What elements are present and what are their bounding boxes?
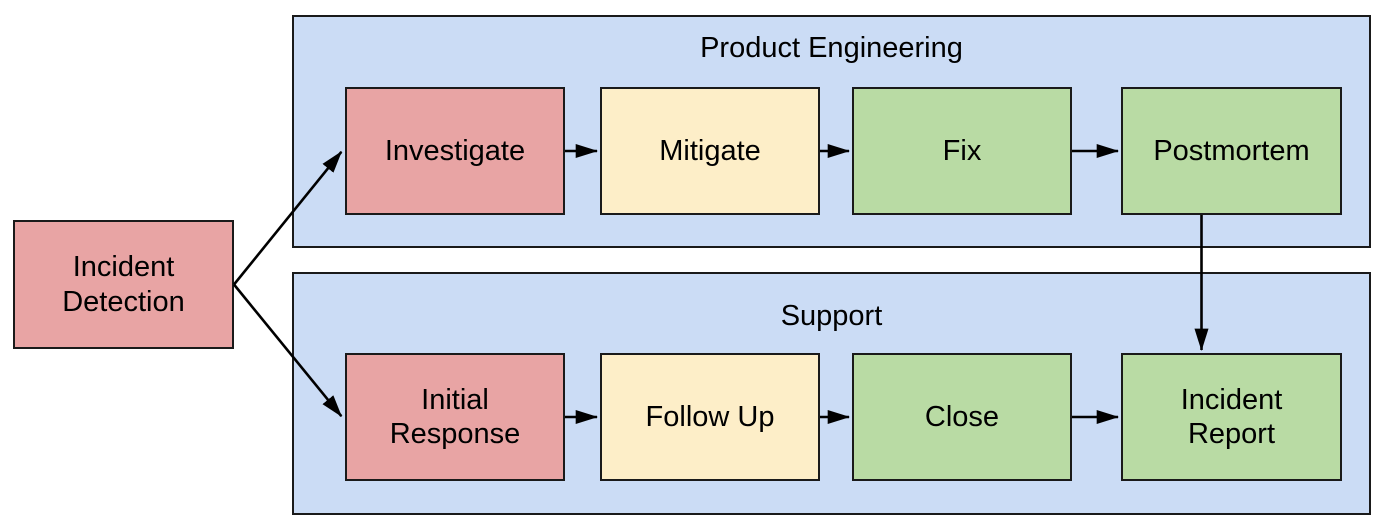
node-close[interactable]: Close [852,353,1072,481]
node-follow-up[interactable]: Follow Up [600,353,820,481]
node-incident-detection[interactable]: Incident Detection [13,220,234,349]
node-postmortem[interactable]: Postmortem [1121,87,1342,215]
swimlane-title-support: Support [780,300,883,332]
node-initial-response[interactable]: Initial Response [345,353,565,481]
node-incident-report[interactable]: Incident Report [1121,353,1342,481]
swimlane-title-product-engineering: Product Engineering [700,32,963,64]
node-mitigate[interactable]: Mitigate [600,87,820,215]
node-fix[interactable]: Fix [852,87,1072,215]
node-investigate[interactable]: Investigate [345,87,565,215]
